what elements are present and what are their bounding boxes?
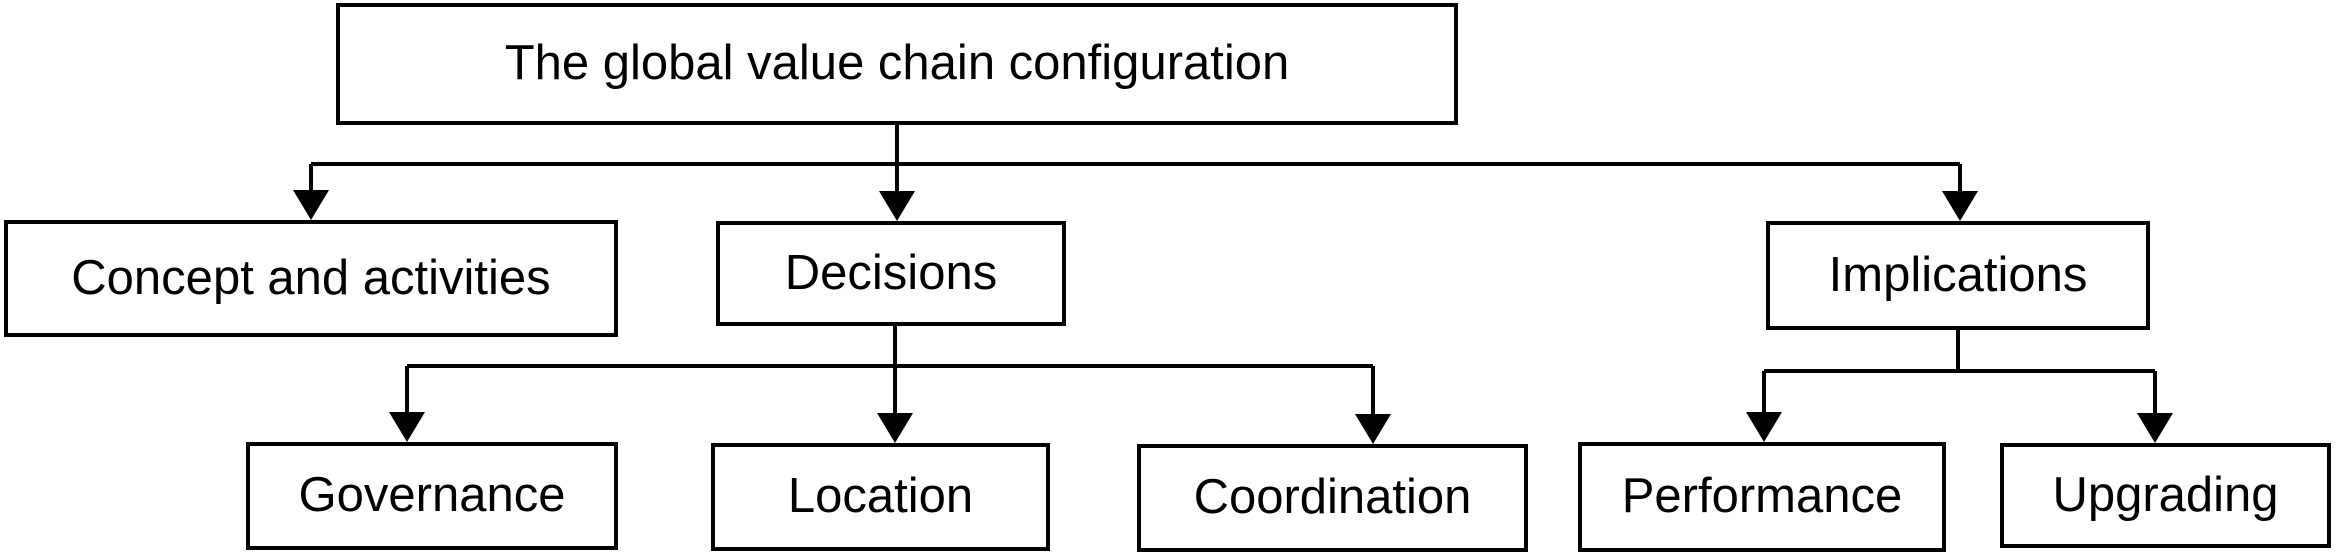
node-coordination: Coordination [1137, 444, 1528, 552]
node-upgrading-label: Upgrading [2052, 467, 2279, 522]
arrowhead-implications [1942, 191, 1978, 221]
node-decisions: Decisions [716, 221, 1066, 326]
node-governance: Governance [246, 442, 618, 550]
node-implications-label: Implications [1828, 247, 2088, 302]
arrowhead-coordination [1355, 414, 1391, 444]
node-concept-label: Concept and activities [71, 250, 551, 305]
arrowhead-governance [389, 412, 425, 442]
node-location-label: Location [787, 469, 974, 524]
node-upgrading: Upgrading [2000, 443, 2331, 548]
node-root-label: The global value chain configuration [504, 36, 1290, 91]
node-location: Location [711, 443, 1050, 551]
node-coordination-label: Coordination [1193, 470, 1472, 525]
node-root: The global value chain configuration [336, 3, 1458, 125]
arrowhead-performance [1746, 412, 1782, 442]
arrowhead-upgrading [2137, 413, 2173, 443]
node-decisions-label: Decisions [784, 245, 998, 300]
arrowhead-decisions [879, 191, 915, 221]
node-performance-label: Performance [1621, 469, 1903, 524]
arrowhead-location [877, 413, 913, 443]
node-governance-label: Governance [298, 468, 566, 523]
arrowhead-concept [293, 190, 329, 220]
node-concept-and-activities: Concept and activities [4, 220, 618, 337]
node-implications: Implications [1766, 221, 2150, 330]
node-performance: Performance [1578, 442, 1946, 552]
